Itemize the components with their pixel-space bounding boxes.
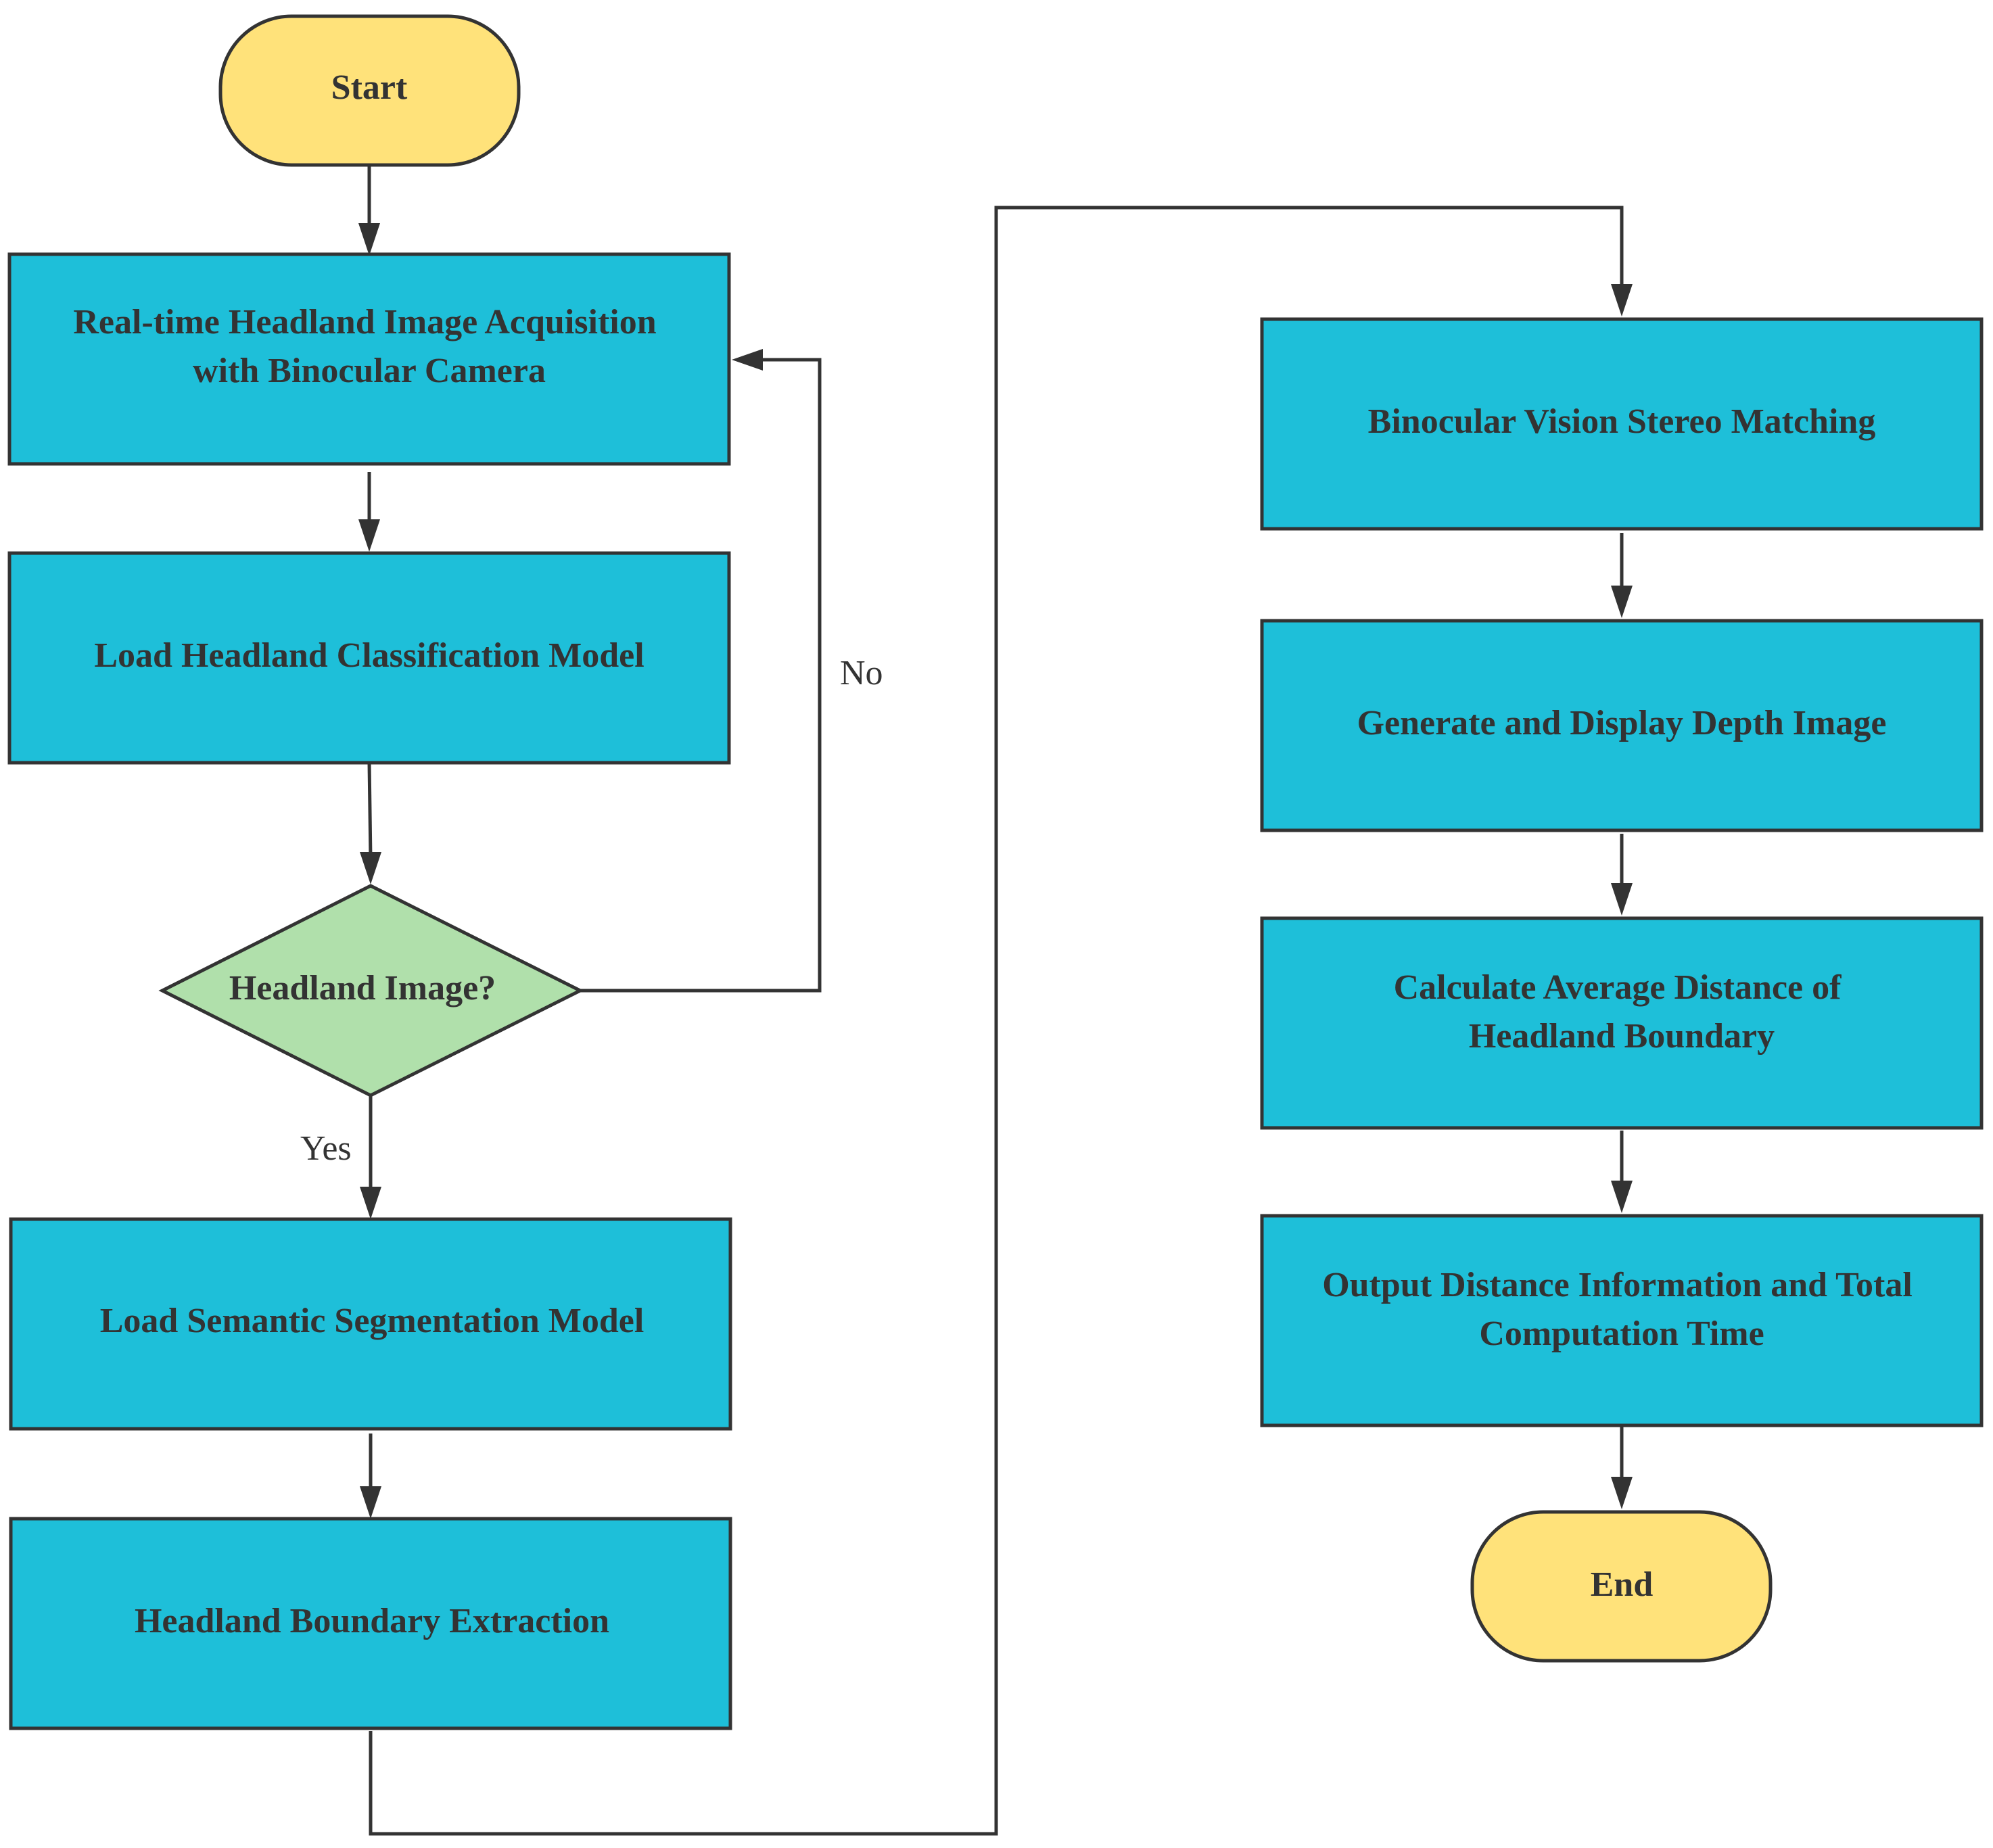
node-average-distance-label: Calculate Average Distance of Headland B… bbox=[1394, 968, 1850, 1056]
node-output-label: Output Distance Information and Total Co… bbox=[1322, 1266, 1921, 1353]
arrowhead bbox=[360, 1187, 381, 1219]
node-depth-image: Generate and Display Depth Image bbox=[1260, 619, 1984, 832]
arrowhead bbox=[360, 852, 381, 884]
node-output-line-2: Computation Time bbox=[1479, 1314, 1764, 1353]
process-shape bbox=[1260, 1214, 1984, 1427]
node-stereo-matching: Binocular Vision Stereo Matching bbox=[1260, 317, 1984, 531]
edge-label-no: No bbox=[840, 654, 883, 692]
node-decision-label: Headland Image? bbox=[229, 969, 496, 1008]
node-end-label: End bbox=[1591, 1565, 1654, 1604]
node-output: Output Distance Information and Total Co… bbox=[1260, 1214, 1984, 1427]
node-average-distance: Calculate Average Distance of Headland B… bbox=[1260, 916, 1984, 1130]
node-start: Start bbox=[218, 14, 521, 167]
node-image-acquisition-line-1: Real-time Headland Image Acquisition bbox=[73, 303, 656, 341]
node-load-classification-model-label: Load Headland Classification Model bbox=[94, 636, 644, 675]
node-end: End bbox=[1470, 1510, 1773, 1663]
node-image-acquisition: Real-time Headland Image Acquisition wit… bbox=[7, 252, 731, 466]
arrowhead bbox=[1611, 883, 1633, 916]
process-shape bbox=[1260, 916, 1984, 1130]
arrowhead bbox=[358, 519, 380, 552]
arrowhead bbox=[360, 1486, 381, 1519]
node-load-segmentation-model-label: Load Semantic Segmentation Model bbox=[100, 1302, 644, 1340]
process-shape bbox=[9, 1517, 732, 1730]
arrowhead bbox=[358, 223, 380, 256]
arrowhead bbox=[1611, 1477, 1633, 1509]
process-shape bbox=[7, 551, 731, 765]
node-average-distance-line-2: Headland Boundary bbox=[1469, 1017, 1775, 1056]
arrowhead bbox=[732, 349, 763, 371]
process-shape bbox=[7, 252, 731, 466]
arrowhead bbox=[1611, 284, 1633, 316]
node-average-distance-line-1: Calculate Average Distance of bbox=[1394, 968, 1842, 1007]
process-shape bbox=[1260, 317, 1984, 531]
process-shape bbox=[9, 1217, 732, 1431]
edge-decision-no-loop bbox=[580, 358, 822, 993]
edge-boundary-to-stereo bbox=[369, 206, 1624, 1836]
edge-classification-to-decision bbox=[367, 762, 373, 859]
edge-label-yes: Yes bbox=[300, 1129, 352, 1168]
node-load-segmentation-model: Load Semantic Segmentation Model bbox=[9, 1217, 732, 1431]
terminal-shape bbox=[1470, 1510, 1773, 1663]
node-image-acquisition-line-2: with Binocular Camera bbox=[193, 352, 546, 390]
terminal-shape bbox=[218, 14, 521, 167]
node-start-label: Start bbox=[331, 68, 408, 107]
edges bbox=[358, 166, 1633, 1836]
node-depth-image-label: Generate and Display Depth Image bbox=[1357, 704, 1887, 742]
node-boundary-extraction-label: Headland Boundary Extraction bbox=[135, 1602, 609, 1640]
process-shape bbox=[1260, 619, 1984, 832]
node-image-acquisition-label: Real-time Headland Image Acquisition wit… bbox=[73, 303, 665, 390]
arrowhead bbox=[1611, 586, 1633, 618]
node-stereo-matching-label: Binocular Vision Stereo Matching bbox=[1368, 402, 1876, 441]
node-output-line-1: Output Distance Information and Total bbox=[1322, 1266, 1913, 1304]
node-boundary-extraction: Headland Boundary Extraction bbox=[9, 1517, 732, 1730]
node-load-classification-model: Load Headland Classification Model bbox=[7, 551, 731, 765]
node-decision-headland-image: Headland Image? bbox=[158, 884, 584, 1097]
decision-shape bbox=[158, 884, 584, 1097]
arrowhead bbox=[1611, 1181, 1633, 1213]
